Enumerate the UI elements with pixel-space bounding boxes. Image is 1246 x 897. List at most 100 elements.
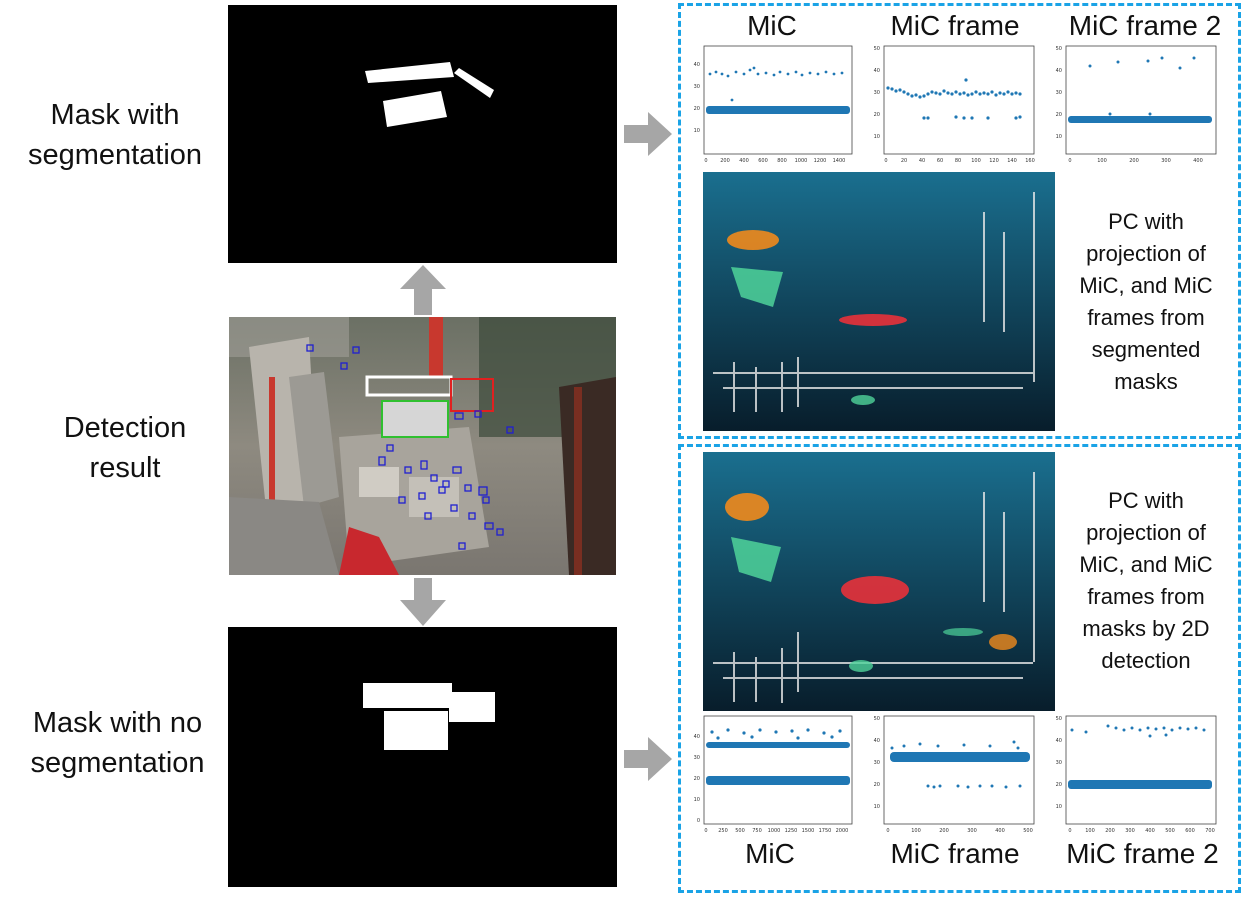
no-segmentation-mask-image	[228, 627, 617, 887]
segmentation-mask-image	[228, 5, 617, 263]
scatter-plot-mic-bottom: 40 30 20 10 0 0 250 500 750 1000 1250 15…	[688, 714, 856, 838]
tick-label: 160	[1025, 158, 1035, 164]
tick-label: 20	[1056, 782, 1062, 788]
caption-line: frames from	[1087, 305, 1205, 330]
tick-label: 40	[1056, 68, 1062, 74]
tick-label: 100	[911, 828, 921, 834]
label-line: Mask with	[50, 99, 180, 131]
tick-label: 30	[874, 760, 880, 766]
caption-line: detection	[1101, 648, 1191, 673]
tick-label: 40	[874, 68, 880, 74]
plot-title-mic-frame: MiC frame	[890, 838, 1020, 869]
tick-label: 250	[718, 828, 728, 834]
caption-line: MiC, and MiC	[1079, 273, 1213, 298]
tick-label: 500	[735, 828, 745, 834]
tick-label: 200	[939, 828, 949, 834]
tick-label: 120	[989, 158, 999, 164]
tick-label: 1000	[768, 828, 781, 834]
tick-label: 50	[874, 716, 880, 722]
tick-label: 1400	[833, 158, 846, 164]
tick-label: 300	[967, 828, 977, 834]
tick-label: 750	[752, 828, 762, 834]
tick-label: 100	[1085, 828, 1095, 834]
label-line: Mask with no	[32, 707, 203, 739]
scatter-plot-mic-top: 40 30 20 10 0 200 400 600 800 1000 1200 …	[688, 44, 856, 168]
tick-label: 500	[1023, 828, 1033, 834]
tick-label: 0	[1068, 828, 1071, 834]
caption-line: segmented	[1091, 337, 1201, 362]
arrow-down-icon	[398, 578, 448, 626]
label-detection-result: Detection result	[30, 408, 220, 488]
tick-label: 1200	[814, 158, 827, 164]
tick-label: 20	[901, 158, 907, 164]
tick-label: 20	[874, 112, 880, 118]
plot-title-mic-frame-2: MiC frame 2	[1068, 10, 1222, 41]
tick-label: 100	[1097, 158, 1107, 164]
plot-title-mic: MiC	[747, 10, 797, 41]
scatter-plot-mic-frame-2-bottom: 50 40 30 20 10 0 100 200 300 400 500 600…	[1050, 714, 1220, 838]
tick-label: 400	[995, 828, 1005, 834]
tick-label: 1250	[785, 828, 798, 834]
caption-line: PC with	[1108, 488, 1184, 513]
caption-line: frames from	[1087, 584, 1205, 609]
tick-label: 200	[1129, 158, 1139, 164]
tick-label: 300	[1161, 158, 1171, 164]
tick-label: 30	[694, 84, 700, 90]
tick-label: 200	[1105, 828, 1115, 834]
label-line: segmentation	[30, 747, 205, 779]
segmented-results-group	[678, 3, 1241, 439]
tick-label: 600	[758, 158, 768, 164]
tick-label: 1000	[795, 158, 808, 164]
label-mask-with-segmentation: Mask with segmentation	[10, 95, 220, 175]
pc-caption-segmented: PC with projection of MiC, and MiC frame…	[1071, 206, 1221, 398]
pc-caption-detection: PC with projection of MiC, and MiC frame…	[1071, 485, 1221, 677]
scatter-plot-mic-frame-bottom: 50 40 30 20 10 0 100 200 300 400 500	[868, 714, 1038, 838]
label-line: Detection	[63, 412, 187, 444]
scatter-plot-mic-frame-2-top: 50 40 30 20 10 0 100 200 300 400	[1050, 44, 1220, 168]
tick-label: 1500	[802, 828, 815, 834]
tick-label: 0	[704, 158, 707, 164]
tick-label: 30	[1056, 90, 1062, 96]
arrow-right-icon	[624, 110, 672, 158]
tick-label: 10	[1056, 134, 1062, 140]
tick-label: 2000	[836, 828, 849, 834]
arrow-right-icon	[624, 735, 672, 783]
tick-label: 50	[874, 46, 880, 52]
tick-label: 10	[694, 797, 700, 803]
label-mask-no-segmentation: Mask with no segmentation	[10, 703, 225, 783]
detection-result-image	[229, 317, 616, 575]
tick-label: 40	[694, 62, 700, 68]
tick-label: 30	[694, 755, 700, 761]
tick-label: 40	[1056, 738, 1062, 744]
point-cloud-detection-view	[703, 452, 1055, 711]
plot-title-mic-frame: MiC frame	[890, 10, 1020, 41]
caption-line: projection of	[1086, 520, 1206, 545]
plot-title-mic-frame-2: MiC frame 2	[1066, 838, 1219, 869]
tick-label: 600	[1185, 828, 1195, 834]
tick-label: 140	[1007, 158, 1017, 164]
caption-line: masks	[1114, 369, 1178, 394]
tick-label: 30	[1056, 760, 1062, 766]
tick-label: 0	[704, 828, 707, 834]
tick-label: 0	[1068, 158, 1071, 164]
tick-label: 800	[777, 158, 787, 164]
tick-label: 300	[1125, 828, 1135, 834]
tick-label: 20	[1056, 112, 1062, 118]
tick-label: 20	[694, 776, 700, 782]
caption-line: projection of	[1086, 241, 1206, 266]
tick-label: 400	[739, 158, 749, 164]
tick-label: 10	[874, 134, 880, 140]
tick-label: 10	[694, 128, 700, 134]
tick-label: 50	[1056, 716, 1062, 722]
tick-label: 40	[874, 738, 880, 744]
detection-results-group	[678, 444, 1241, 893]
tick-label: 60	[937, 158, 943, 164]
caption-line: masks by 2D	[1082, 616, 1210, 641]
tick-label: 80	[955, 158, 961, 164]
tick-label: 30	[874, 90, 880, 96]
scatter-plot-mic-frame-top: 50 40 30 20 10 0 20 40 60 80 100 120 140…	[868, 44, 1038, 168]
plot-title-mic: MiC	[745, 838, 795, 869]
tick-label: 0	[886, 828, 889, 834]
label-line: result	[89, 452, 161, 484]
tick-label: 40	[694, 734, 700, 740]
